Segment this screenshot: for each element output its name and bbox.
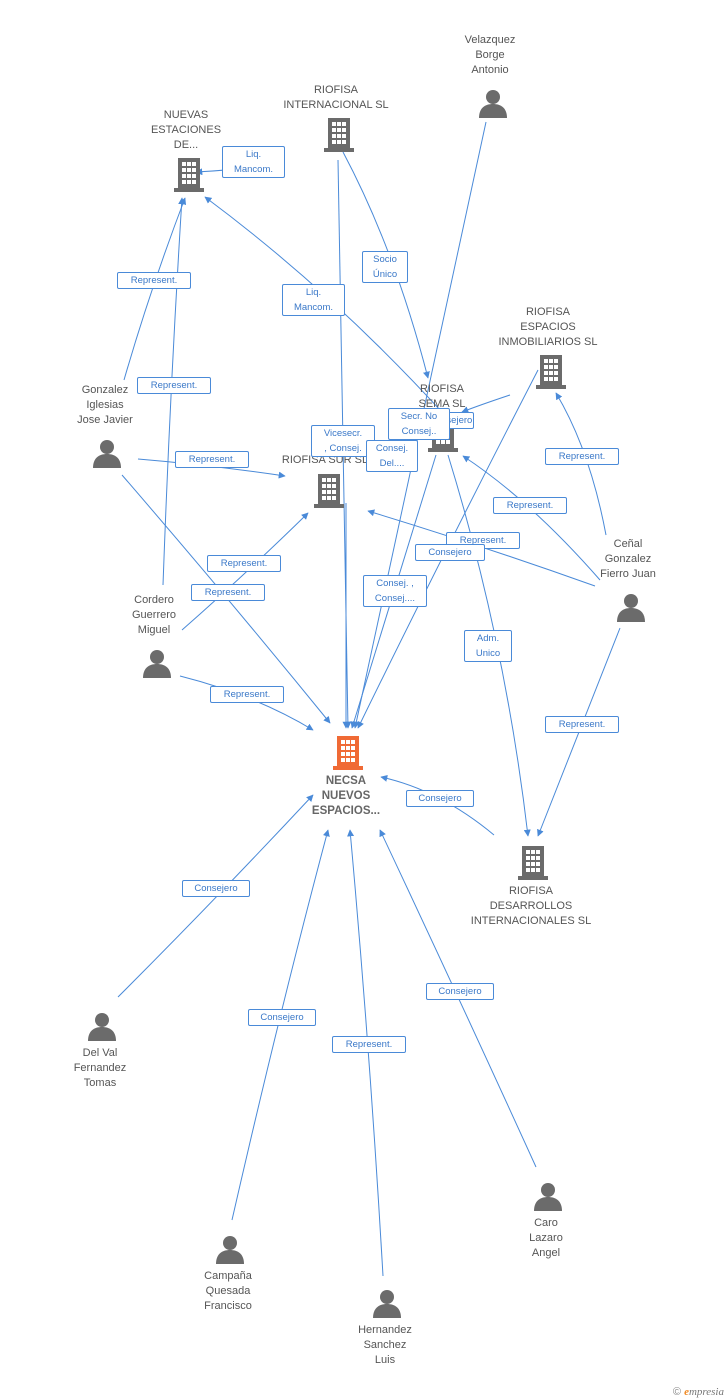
node-label-cordero[interactable]: Cordero Guerrero Miguel [131,594,177,636]
node-label-caro[interactable]: Caro Lazaro Angel [529,1217,563,1259]
edge-label-socio-unico: Socio Único [362,251,408,283]
edge-label-consejero: Consejero [415,544,485,561]
edge-label-represent: Represent. [175,451,249,468]
empresia-footer: © empresia [673,1386,724,1398]
edge-cordero-to-necsa [179,675,314,731]
edge-hernandez-to-necsa [347,829,384,1277]
node-label-riofisa-desarrollos[interactable]: RIOFISA DESARROLLOS INTERNACIONALES SL [470,885,592,927]
edge-label-consejero: Consejero [406,790,474,807]
edge-label-represent: Represent. [493,497,567,514]
edge-espacios-to-sema [461,394,511,413]
edge-label-vicesecr-consej: Vicesecr. , Consej. [311,425,375,457]
edge-label-liq-mancom: Liq. Mancom. [222,146,285,178]
person-icon [143,650,171,678]
node-label-velazquez[interactable]: Velazquez Borge Antonio [464,34,516,76]
person-icon [534,1183,562,1211]
building-icon [333,736,363,770]
person-icon [373,1290,401,1318]
node-label-del-val[interactable]: Del Val Fernandez Tomas [73,1047,127,1089]
node-label-hernandez[interactable]: Hernandez Sanchez Luis [358,1324,412,1366]
edge-label-adm-unico: Adm. Unico [464,630,512,662]
building-icon [314,474,344,508]
node-label-riofisa-sur[interactable]: RIOFISA SUR SL [281,454,369,466]
edge-gonzalez-to-nuevas [123,197,187,381]
copyright-symbol: © [672,1386,681,1398]
node-label-necsa[interactable]: NECSA NUEVOS ESPACIOS... [311,775,381,817]
edge-label-represent: Represent. [545,448,619,465]
edge-label-represent: Represent. [117,272,191,289]
person-icon [93,440,121,468]
building-icon [518,846,548,880]
node-label-cenal[interactable]: Ceñal Gonzalez Fierro Juan [600,538,656,580]
edge-label-liq-mancom-2: Liq. Mancom. [282,284,345,316]
node-label-riofisa-espacios[interactable]: RIOFISA ESPACIOS INMOBILIARIOS SL [498,306,598,348]
edge-label-consej-del: Consej. Del.... [366,440,418,472]
empresia-logo: empresia [684,1386,724,1398]
edge-label-consejero: Consejero [426,983,494,1000]
node-label-nuevas-estaciones[interactable]: NUEVAS ESTACIONES DE... [150,109,222,151]
person-icon [617,594,645,622]
person-icon [479,90,507,118]
node-label-campana[interactable]: Campaña Quesada Francisco [204,1270,252,1312]
edge-label-represent: Represent. [332,1036,406,1053]
node-label-riofisa-sema[interactable]: RIOFISA SEMA SL [418,383,466,410]
node-label-gonzalez[interactable]: Gonzalez Iglesias Jose Javier [77,384,133,426]
edge-delval-to-necsa [117,794,314,998]
edge-label-represent: Represent. [207,555,281,572]
building-icon [536,355,566,389]
edge-label-represent: Represent. [137,377,211,394]
building-icon [174,158,204,192]
node-label-riofisa-internacional[interactable]: RIOFISA INTERNACIONAL SL [283,84,389,111]
edge-label-consejero: Consejero [182,880,250,897]
edge-label-consejero: Consejero [248,1009,316,1026]
person-icon [88,1013,116,1041]
building-icon [324,118,354,152]
person-icon [216,1236,244,1264]
edge-label-represent: Represent. [191,584,265,601]
edge-label-represent: Represent. [210,686,284,703]
edge-label-secr-no-consej: Secr. No Consej.. [388,408,450,440]
edge-label-consej-consej: Consej. , Consej.... [363,575,427,607]
edge-label-represent: Represent. [545,716,619,733]
